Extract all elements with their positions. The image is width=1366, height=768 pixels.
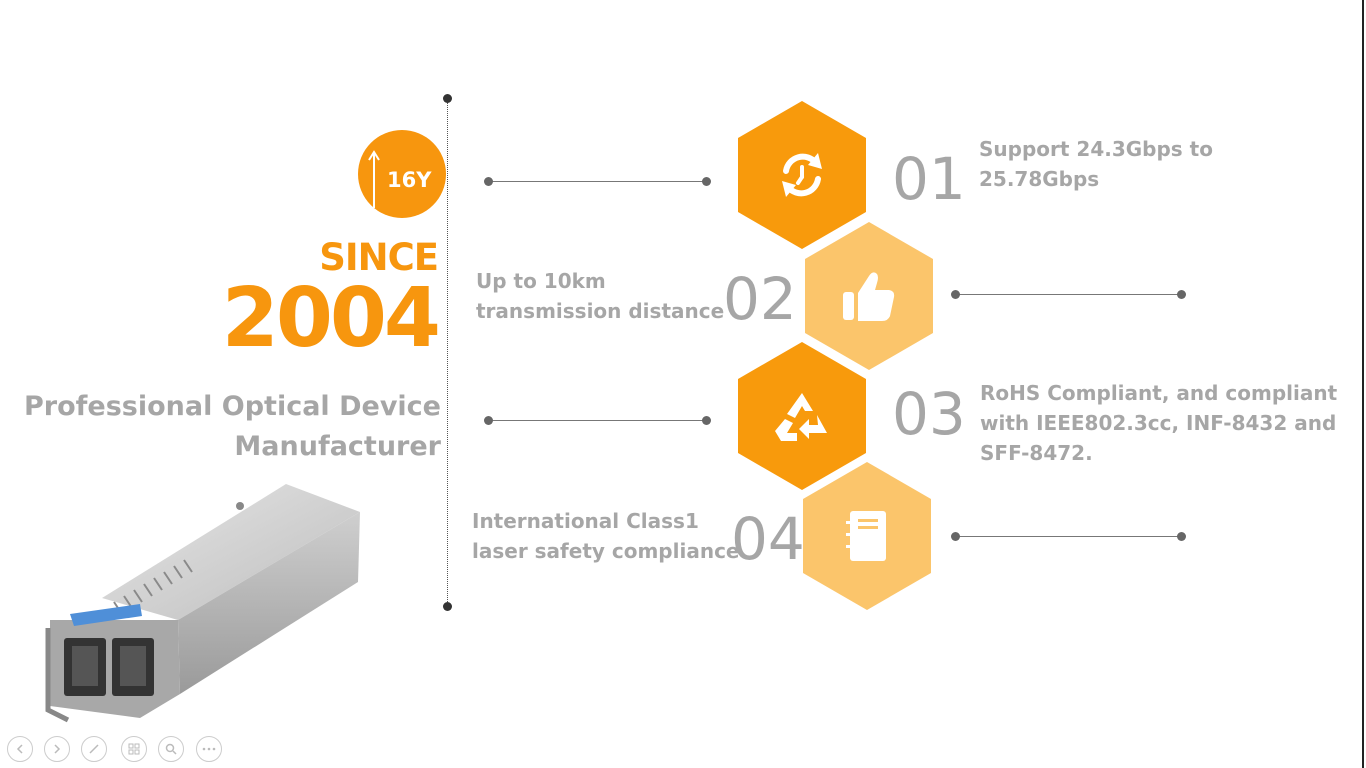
feature-02-text: Up to 10km transmission distance xyxy=(476,266,724,326)
pen-icon xyxy=(89,744,99,754)
see-all-slides-button[interactable] xyxy=(121,736,147,762)
connector-01 xyxy=(489,181,707,182)
company-tagline: Professional Optical Device Manufacturer xyxy=(21,387,441,467)
feature-04-line2: laser safety compliance xyxy=(472,539,740,563)
zoom-button[interactable] xyxy=(158,736,184,762)
feature-02-line1: Up to 10km xyxy=(476,269,606,293)
connector-04-end-dot xyxy=(1177,532,1186,541)
connector-02-start-dot xyxy=(951,290,960,299)
previous-icon xyxy=(16,744,23,754)
feature-01-line1: Support 24.3Gbps to xyxy=(979,137,1213,161)
pen-tool-button[interactable] xyxy=(81,736,107,762)
next-slide-button[interactable] xyxy=(44,736,70,762)
feature-03-number: 03 xyxy=(892,380,966,448)
feature-01-number: 01 xyxy=(892,145,966,213)
years-badge-text: 16Y xyxy=(387,168,432,192)
feature-02-line2: transmission distance xyxy=(476,299,725,323)
window-edge xyxy=(1362,0,1364,768)
more-icon xyxy=(202,747,216,751)
next-icon xyxy=(54,744,61,754)
founding-year: 2004 xyxy=(221,271,441,366)
connector-03-start-dot xyxy=(484,416,493,425)
timeline-line xyxy=(447,98,448,606)
feature-04-hexagon xyxy=(803,462,931,610)
refresh-icon xyxy=(782,153,822,197)
feature-03-text: RoHS Compliant, and compliant with IEEE8… xyxy=(980,378,1337,468)
years-badge: 16Y xyxy=(358,130,446,218)
timeline-bottom-dot xyxy=(443,602,452,611)
feature-03-hexagon xyxy=(738,342,866,490)
connector-04-start-dot xyxy=(951,532,960,541)
previous-slide-button[interactable] xyxy=(7,736,33,762)
tagline-line2: Manufacturer xyxy=(234,431,441,462)
slides-icon xyxy=(128,743,140,755)
connector-03 xyxy=(489,420,707,421)
timeline-top-dot xyxy=(443,94,452,103)
recycle-icon xyxy=(775,393,827,441)
more-options-button[interactable] xyxy=(196,736,222,762)
connector-02 xyxy=(956,294,1182,295)
feature-01-line2: 25.78Gbps xyxy=(979,167,1100,191)
connector-02-end-dot xyxy=(1177,290,1186,299)
since-label: SINCE xyxy=(319,236,439,279)
feature-01-text: Support 24.3Gbps to 25.78Gbps xyxy=(979,134,1213,194)
feature-03-line3: SFF-8472. xyxy=(980,441,1093,465)
document-icon xyxy=(846,511,886,561)
connector-01-start-dot xyxy=(484,177,493,186)
connector-03-end-dot xyxy=(702,416,711,425)
feature-02-number: 02 xyxy=(723,265,797,333)
tagline-line1: Professional Optical Device xyxy=(24,391,441,422)
connector-04 xyxy=(956,536,1182,537)
feature-01-hexagon xyxy=(738,101,866,249)
feature-04-number: 04 xyxy=(731,505,805,573)
arrow-up-icon xyxy=(368,150,380,208)
thumbs-up-icon xyxy=(843,272,895,321)
feature-02-hexagon xyxy=(805,222,933,370)
sfp-module-image xyxy=(45,484,360,723)
feature-04-line1: International Class1 xyxy=(472,509,699,533)
feature-04-text: International Class1 laser safety compli… xyxy=(472,506,740,566)
feature-03-line2: with IEEE802.3cc, INF-8432 and xyxy=(980,411,1337,435)
connector-01-end-dot xyxy=(702,177,711,186)
feature-03-line1: RoHS Compliant, and compliant xyxy=(980,381,1338,405)
zoom-icon xyxy=(165,743,177,755)
